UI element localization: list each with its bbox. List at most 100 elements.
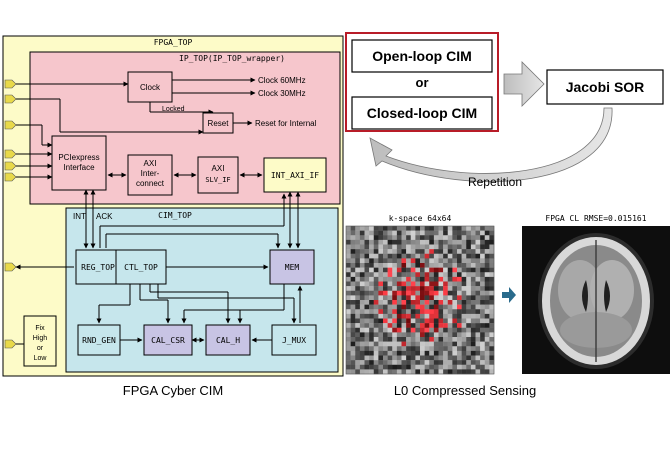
- kspace-pixel: [355, 272, 361, 278]
- kspace-pixel: [433, 290, 439, 296]
- kspace-pixel: [373, 327, 379, 333]
- kspace-pixel: [378, 281, 384, 287]
- kspace-pixel: [484, 309, 490, 315]
- kspace-pixel: [438, 267, 444, 273]
- kspace-pixel: [466, 309, 472, 315]
- kspace-pixel: [359, 235, 365, 241]
- kspace-pixel: [359, 263, 365, 268]
- kspace-pixel: [350, 309, 356, 315]
- kspace-pixel: [420, 360, 425, 365]
- kspace-pixel: [415, 360, 421, 365]
- kspace-pixel: [480, 350, 485, 356]
- kspace-pixel: [484, 350, 490, 356]
- kspace-pixel: [350, 249, 356, 254]
- kspace-pixel: [438, 364, 444, 370]
- kspace-pixel: [452, 337, 458, 342]
- kspace-pixel: [447, 304, 453, 310]
- kspace-pixel: [420, 369, 425, 375]
- kspace-pixel: [373, 230, 379, 236]
- kspace-pixel: [429, 323, 435, 328]
- kspace-pixel: [350, 300, 356, 305]
- kspace-pixel: [489, 230, 495, 236]
- kspace-pixel: [415, 281, 421, 287]
- kspace-pixel: [369, 253, 374, 259]
- kspace-pixel: [470, 258, 476, 264]
- kspace-pixel: [447, 258, 453, 264]
- kspace-pixel: [475, 235, 481, 241]
- kspace-pixel: [373, 263, 379, 268]
- j-mux-label: J_MUX: [282, 336, 306, 345]
- kspace-pixel: [364, 239, 370, 245]
- locked-label: Locked: [162, 106, 185, 113]
- kspace-pixel: [369, 281, 374, 287]
- kspace-pixel: [457, 346, 462, 352]
- kspace-pixel: [438, 304, 444, 310]
- kspace-pixel: [475, 360, 481, 365]
- kspace-pixel: [373, 323, 379, 328]
- kspace-pixel: [443, 318, 448, 324]
- kspace-pixel: [350, 341, 356, 347]
- kspace-pixel: [433, 239, 439, 245]
- kspace-pixel: [355, 253, 361, 259]
- kspace-pixel: [475, 318, 481, 324]
- kspace-pixel: [396, 355, 402, 361]
- kspace-pixel: [364, 235, 370, 241]
- kspace-pixel: [378, 346, 384, 352]
- kspace-pixel: [480, 258, 485, 264]
- kspace-pixel: [415, 286, 421, 291]
- kspace-pixel: [424, 309, 430, 315]
- kspace-pixel: [369, 313, 374, 319]
- kspace-pixel: [387, 263, 393, 268]
- kspace-pixel: [401, 295, 407, 301]
- kspace-pixel: [457, 281, 462, 287]
- kspace-pixel: [410, 272, 416, 278]
- kspace-pixel: [443, 327, 448, 333]
- kspace-pixel: [387, 313, 393, 319]
- kspace-pixel: [433, 332, 439, 338]
- kspace-pixel: [457, 313, 462, 319]
- kspace-pixel: [406, 346, 411, 352]
- kspace-pixel: [443, 226, 448, 231]
- kspace-pixel: [461, 369, 467, 375]
- kspace-pixel: [359, 276, 365, 282]
- kspace-pixel: [373, 346, 379, 352]
- kspace-pixel: [406, 350, 411, 356]
- kspace-pixel: [401, 235, 407, 241]
- kspace-pixel: [438, 337, 444, 342]
- kspace-pixel: [392, 300, 398, 305]
- kspace-pixel: [396, 249, 402, 254]
- kspace-pixel: [369, 263, 374, 268]
- kspace-pixel: [447, 249, 453, 254]
- kspace-pixel: [350, 276, 356, 282]
- kspace-pixel: [387, 318, 393, 324]
- kspace-pixel: [392, 239, 398, 245]
- kspace-pixel: [424, 323, 430, 328]
- kspace-pixel: [470, 327, 476, 333]
- kspace-pixel: [457, 327, 462, 333]
- kspace-pixel: [406, 332, 411, 338]
- kspace-pixel: [475, 281, 481, 287]
- kspace-pixel: [383, 226, 388, 231]
- kspace-pixel: [355, 364, 361, 370]
- kspace-pixel: [359, 332, 365, 338]
- kspace-pixel: [346, 244, 351, 250]
- kspace-pixel: [392, 318, 398, 324]
- kspace-pixel: [429, 226, 435, 231]
- kspace-pixel: [387, 239, 393, 245]
- kspace-pixel: [470, 313, 476, 319]
- kspace-pixel: [466, 346, 472, 352]
- kspace-pixel: [387, 300, 393, 305]
- kspace-pixel: [383, 369, 388, 375]
- kspace-pixel: [369, 369, 374, 375]
- kspace-pixel: [392, 360, 398, 365]
- kspace-pixel: [470, 346, 476, 352]
- kspace-pixel: [475, 369, 481, 375]
- kspace-pixel: [470, 318, 476, 324]
- kspace-pixel: [346, 276, 351, 282]
- kspace-pixel: [484, 341, 490, 347]
- kspace-pixel: [461, 295, 467, 301]
- ctl-top-label: CTL_TOP: [124, 263, 158, 272]
- kspace-pixel: [429, 346, 435, 352]
- kspace-pixel: [355, 276, 361, 282]
- kspace-pixel: [401, 258, 407, 264]
